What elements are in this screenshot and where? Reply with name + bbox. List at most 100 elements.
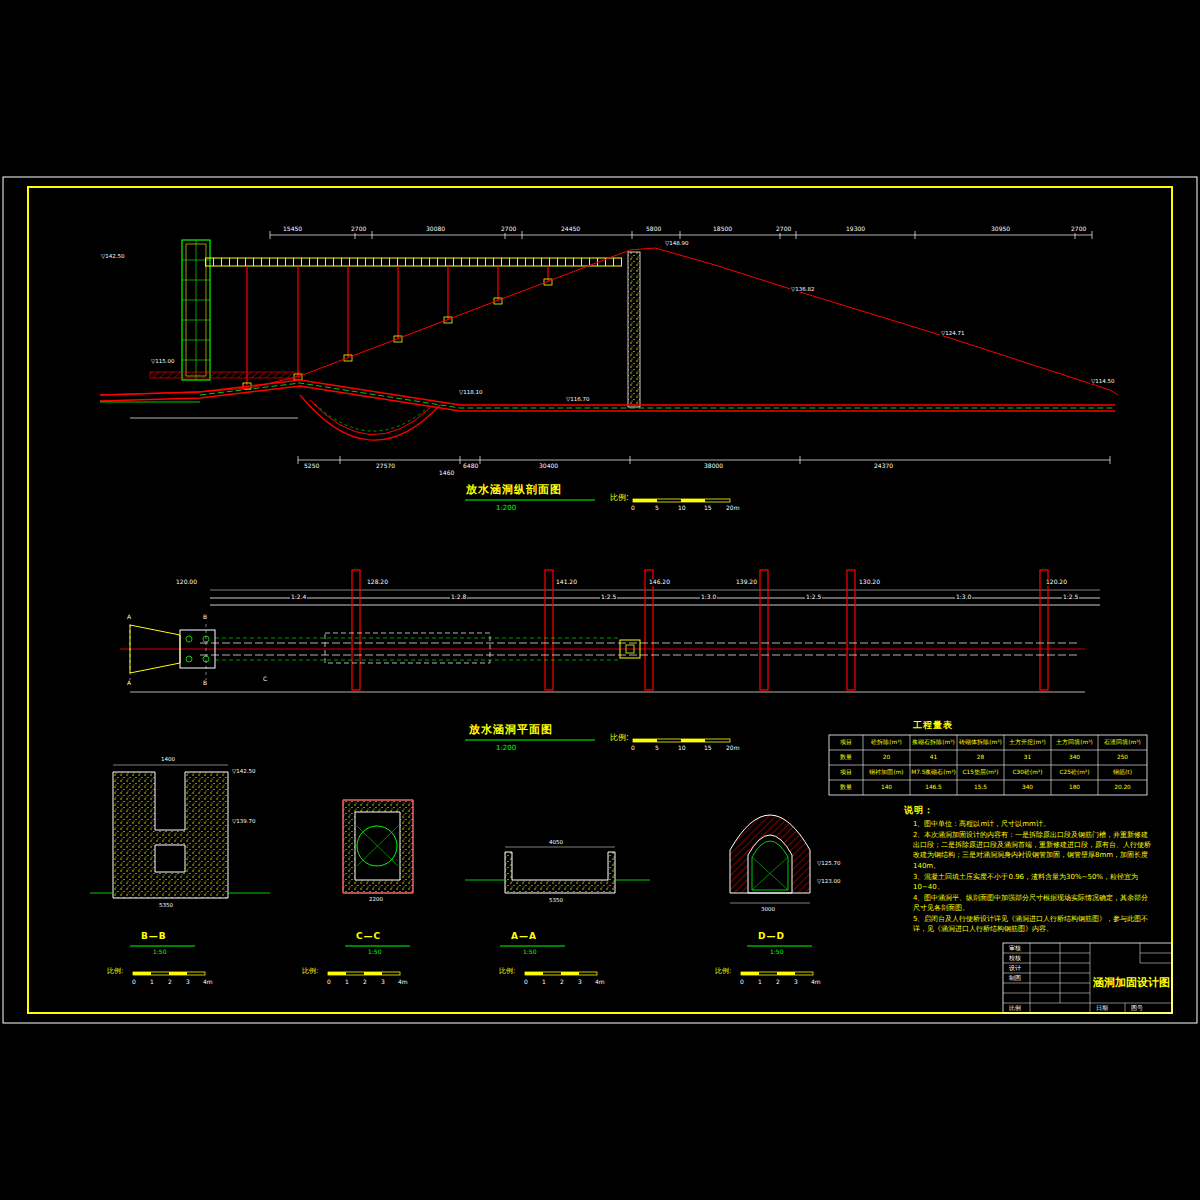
label: 比例: [301,968,319,976]
table-cell: C25砼(m³) [1052,769,1097,775]
label: 工程量表 [912,721,954,731]
label: 1:50 [152,949,167,956]
table-cell: 41 [911,754,956,760]
label: 3000 [760,906,776,912]
label: 1:2.8 [450,594,467,601]
label: ▽115.00 [150,358,175,364]
table-cell: M7.5浆砌石(m³) [911,769,956,775]
label: 2 [775,979,781,986]
label: A [126,680,132,687]
label: 20m [725,505,740,512]
label: 2700 [500,226,517,233]
label: B—B [140,932,168,942]
table-cell: C15垫层(m³) [958,769,1003,775]
label: C—C [355,932,382,942]
label: 5350 [158,902,174,908]
label: 4m [594,979,606,986]
label: 1:3.0 [955,594,972,601]
label: 120.20 [1045,579,1068,586]
label: B [202,680,208,687]
label: 4050 [548,839,564,845]
label: 2700 [775,226,792,233]
table-cell: 土方回填(m³) [1052,739,1097,745]
note-text: 1、图中单位：高程以m计，尺寸以mm计。 [912,819,1154,829]
label: 2700 [1070,226,1087,233]
table-cell: 340 [1052,754,1097,760]
label: 比例: [609,494,630,503]
label: 6480 [462,463,479,470]
label: 1 [149,979,155,986]
label: 3 [577,979,583,986]
label: 4m [397,979,409,986]
label: 比例: [498,968,516,976]
label: 15450 [282,226,303,233]
label: 0 [630,505,636,512]
label: ▽148.90 [664,240,689,246]
label: 1:2.5 [1062,594,1079,601]
label: 1:3.0 [700,594,717,601]
label: 15 [703,745,713,752]
label: 比例: [106,968,124,976]
label: 1:50 [367,949,382,956]
label: 2700 [350,226,367,233]
label: 19300 [845,226,866,233]
label: 30080 [425,226,446,233]
label: 1:2.5 [600,594,617,601]
table-cell: 石渣回填(m³) [1099,739,1146,745]
note-text: 2、本次涵洞加固设计的内容有：一是拆除原出口段及钢筋门槽，并重新修建出口段；二是… [912,830,1154,871]
label: 10 [677,505,687,512]
drawing-title: 涵洞加固设计图 [1092,977,1171,989]
label: 日期 [1095,1005,1109,1011]
table-cell: 砖砌体拆除(m³) [958,739,1003,745]
table-cell: 140 [864,784,909,790]
label: ▽125.70 [816,860,841,866]
table-cell: 项目 [830,739,862,745]
label: 放水涵洞纵剖面图 [465,484,563,496]
label: 10 [677,745,687,752]
label: ▽123.00 [816,878,841,884]
label: 139.20 [735,579,758,586]
label: 4m [202,979,214,986]
note-text: 4、图中涵洞平、纵剖面图中加强部分尺寸根据现场实际情况确定，其余部分尺寸见各剖面… [912,893,1154,913]
label: 说明： [903,806,935,816]
label: ▽118.10 [458,389,483,395]
table-cell: 340 [1005,784,1050,790]
label: 30400 [538,463,559,470]
label: 24450 [560,226,581,233]
label: 比例: [714,968,732,976]
label: ▽136.82 [790,286,815,292]
label: ▽139.70 [231,818,256,824]
label: 设计 [1008,965,1022,971]
label: 比例: [609,734,630,743]
label: 20m [725,745,740,752]
label: ▽114.50 [1090,378,1115,384]
table-cell: 数量 [830,784,862,790]
table-cell: 钢衬加固(m) [864,769,909,775]
table-cell: 数量 [830,754,862,760]
label: A [126,614,132,621]
label: 1:200 [495,505,517,513]
label: 1:50 [769,949,784,956]
table-cell: C30砼(m³) [1005,769,1050,775]
label: 2 [167,979,173,986]
table-cell: 砼拆除(m³) [864,739,909,745]
label: 5250 [303,463,320,470]
label: 2200 [368,896,384,902]
label: 3 [380,979,386,986]
label: 0 [523,979,529,986]
table-cell: 项目 [830,769,862,775]
table-cell: 31 [1005,754,1050,760]
label: 38000 [703,463,724,470]
label: ▽124.71 [940,330,965,336]
label: 校核 [1008,955,1022,961]
label: 3 [793,979,799,986]
label: 1 [344,979,350,986]
label: 1:2.5 [805,594,822,601]
label: 1400 [160,756,176,762]
note-text: 3、混凝土回填土压实度不小于0.96，渣料含量为30%~50%，粒径宜为10~4… [912,872,1154,892]
table-cell: 250 [1099,754,1146,760]
label: C [262,676,268,683]
label: ▽116.70 [565,396,590,402]
label: 放水涵洞平面图 [468,724,554,736]
table-cell: 土方开挖(m³) [1005,739,1050,745]
